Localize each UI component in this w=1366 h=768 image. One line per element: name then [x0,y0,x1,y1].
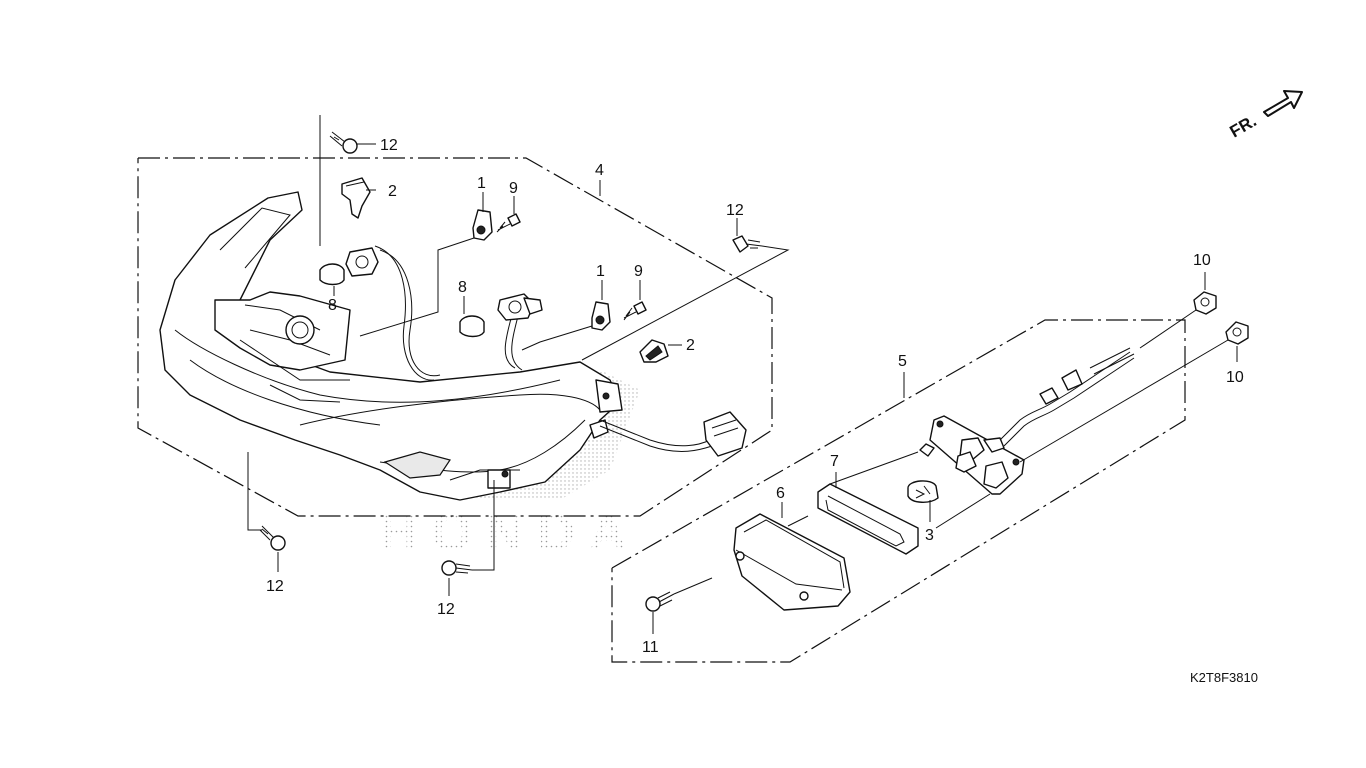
license-light-harness [999,347,1135,447]
bulb-8a-icon [319,263,345,286]
tail-light-harness [374,245,747,457]
bulb-8b-icon [459,315,485,338]
clamp-1b-icon [591,301,611,331]
callout-11: 11 [642,639,659,656]
tail-light-assembly [159,191,623,501]
screw-9b-icon [623,301,647,321]
callout-12-top: 12 [380,137,398,154]
nut-10a-icon [1193,291,1217,315]
callout-6: 6 [776,485,785,502]
callout-4: 4 [595,162,604,179]
callout-8-right: 8 [458,279,467,296]
callout-9-right: 9 [634,263,643,280]
callout-1-top: 1 [477,175,486,192]
screw-12a-icon [329,131,358,154]
leader-lines [247,115,1238,634]
screw-11-icon [645,591,675,612]
honda-watermark: HONDA [380,504,641,562]
callout-10-bottom: 10 [1226,369,1244,386]
screw-12c-icon [259,525,286,551]
callout-8-left: 8 [328,297,337,314]
bulb-socket-right [497,293,543,321]
license-light-base [919,415,1025,495]
drawing-code: K2T8F3810 [1190,670,1258,685]
assembly-5-boundary [611,319,1186,663]
front-direction-indicator: FR. [1227,90,1303,141]
gasket-7-icon [817,483,919,555]
clip-2a-icon [341,177,371,219]
clip-2b-icon [639,339,669,363]
callout-10-top: 10 [1193,252,1211,269]
callout-2-top: 2 [388,183,397,200]
nut-10b-icon [1225,321,1249,345]
callout-12-bottom-left: 12 [266,578,284,595]
callout-1-right: 1 [596,263,605,280]
callout-2-right: 2 [686,337,695,354]
front-arrow-icon [1263,90,1303,117]
svg-text:HONDA: HONDA [380,504,641,562]
lens-6-icon [733,513,851,611]
bulb-3-icon [907,480,939,503]
clamp-1a-icon [472,209,493,241]
bulb-socket-left [345,247,379,277]
callout-12-right: 12 [726,202,744,219]
callout-9-top: 9 [509,180,518,197]
screw-12b-icon [732,235,763,253]
screw-12d-icon [441,560,473,576]
callout-12-bottom-center: 12 [437,601,455,618]
callout-7: 7 [830,453,839,470]
assembly-4-boundary [137,157,773,517]
callout-5: 5 [898,353,907,370]
callout-3: 3 [925,527,934,544]
callout-labels: 12 2 1 9 4 12 8 8 1 9 2 12 12 10 10 5 7 … [266,137,1244,656]
front-label: FR. [1227,111,1260,141]
screw-9a-icon [496,213,521,233]
